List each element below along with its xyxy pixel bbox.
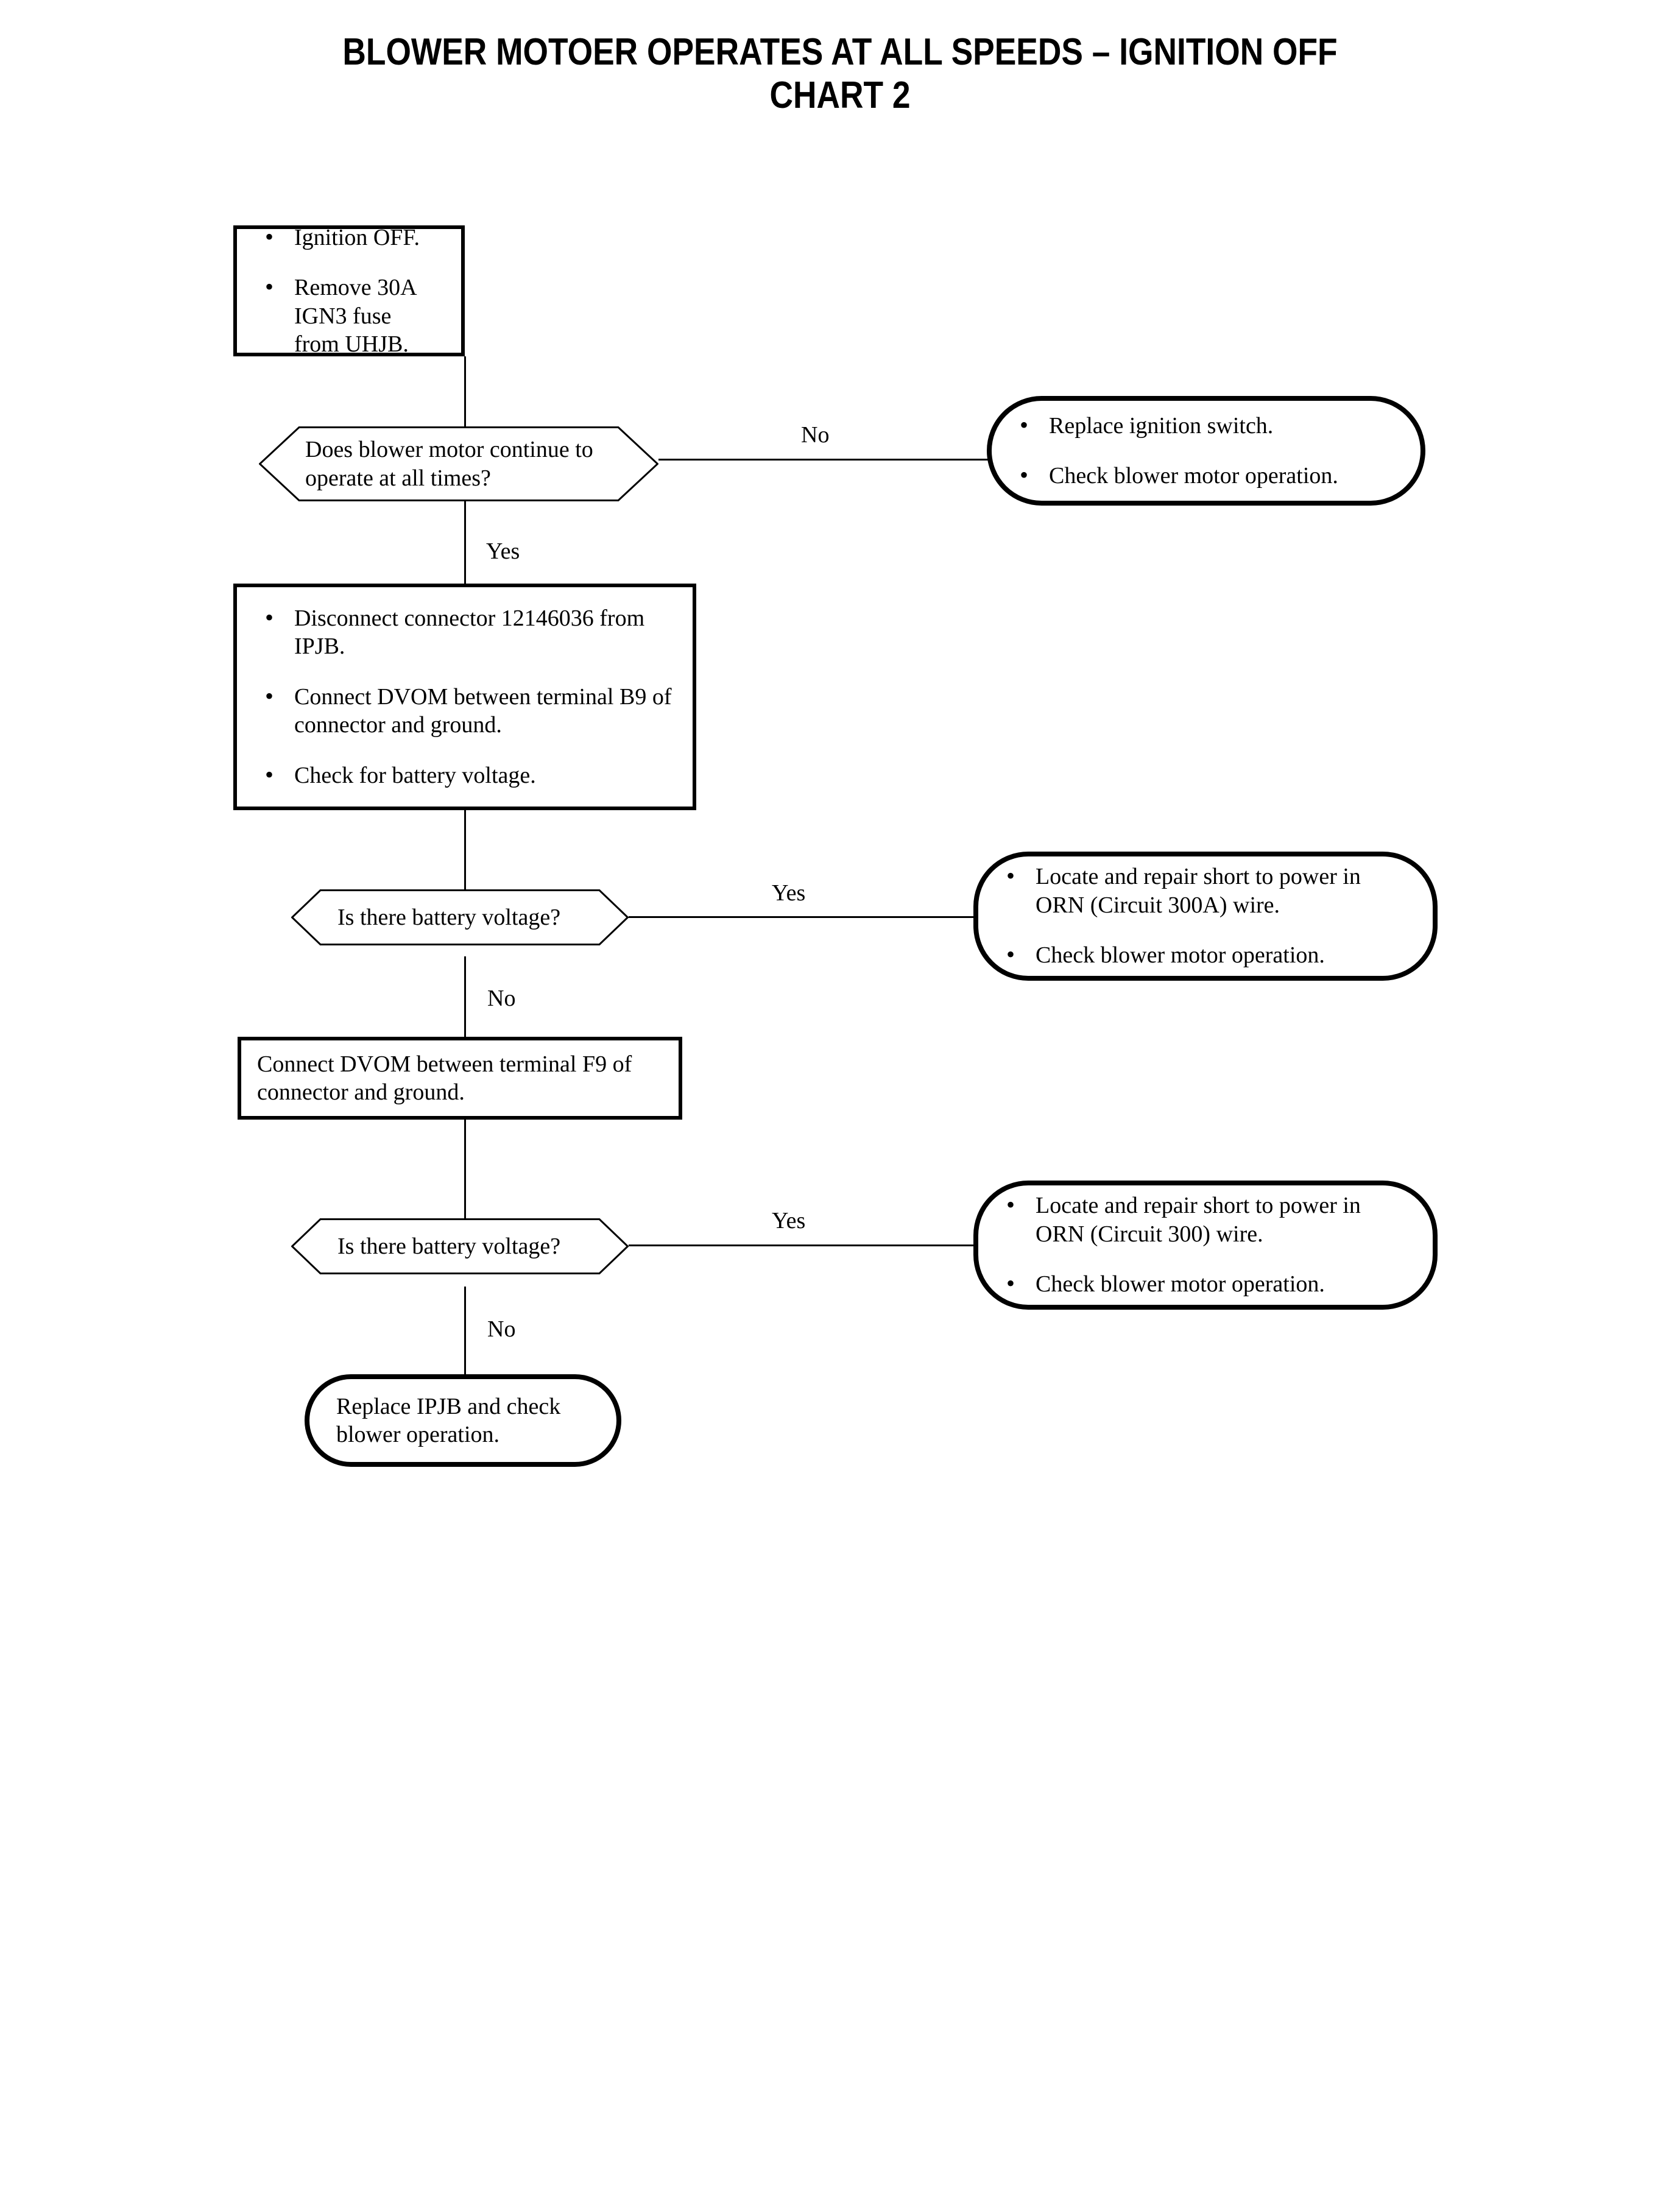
bullet-list: Locate and repair short to power in ORN … — [978, 861, 1433, 970]
decision-battery-voltage-f9: Is there battery voltage? — [291, 1218, 629, 1274]
connector-dec3-term3 — [628, 1244, 975, 1246]
edge-label-yes-2: Yes — [772, 880, 806, 906]
edge-label-no-3: No — [487, 1316, 516, 1342]
terminal-replace-ignition-switch: Replace ignition switch. Check blower mo… — [987, 396, 1425, 506]
list-item: Locate and repair short to power in ORN … — [1001, 861, 1412, 919]
page-title: BLOWER MOTOER OPERATES AT ALL SPEEDS – I… — [342, 31, 1338, 117]
bullet-list: Locate and repair short to power in ORN … — [978, 1190, 1433, 1299]
bullet-list: Replace ignition switch. Check blower mo… — [992, 411, 1421, 491]
terminal-repair-short-300: Locate and repair short to power in ORN … — [973, 1181, 1438, 1310]
edge-label-yes-3: Yes — [772, 1208, 806, 1234]
decision-label: Is there battery voltage? — [337, 904, 561, 930]
connector-dec2-step3 — [464, 956, 466, 1039]
process-box-connect-dvom-f9: Connect DVOM between terminal F9 of conn… — [238, 1037, 682, 1120]
connector-step3-dec3 — [464, 1120, 466, 1223]
terminal-repair-short-300a: Locate and repair short to power in ORN … — [973, 852, 1438, 981]
bullet-list: Ignition OFF. Remove 30A IGN3 fuse from … — [237, 222, 461, 358]
list-item: Check for battery voltage. — [260, 760, 672, 790]
terminal-replace-ipjb: Replace IPJB and check blower operation. — [305, 1374, 621, 1467]
hexagon-shape — [291, 889, 629, 945]
connector-dec3-term4 — [464, 1287, 466, 1378]
hexagon-shape — [291, 1218, 629, 1274]
list-item: Connect DVOM between terminal B9 of conn… — [260, 682, 672, 740]
decision-battery-voltage-b9: Is there battery voltage? — [291, 889, 629, 945]
edge-label-no-1: No — [801, 422, 830, 448]
connector-step1-dec1 — [464, 356, 466, 429]
connector-dec2-term2 — [628, 916, 975, 918]
edge-label-no-2: No — [487, 986, 516, 1011]
list-item: Check blower motor operation. — [1001, 1269, 1412, 1299]
decision-label: Does blower motor continue to operate at… — [305, 437, 593, 491]
edge-label-yes-1: Yes — [486, 538, 520, 564]
terminal-label: Replace IPJB and check blower operation. — [336, 1393, 561, 1447]
process-label: Connect DVOM between terminal F9 of conn… — [257, 1051, 632, 1105]
process-box-ignition-off: Ignition OFF. Remove 30A IGN3 fuse from … — [233, 222, 465, 358]
list-item: Disconnect connector 12146036 from IPJB. — [260, 603, 672, 661]
connector-step2-dec2 — [464, 809, 466, 891]
list-item: Ignition OFF. — [260, 222, 440, 252]
process-box-disconnect-connector: Disconnect connector 12146036 from IPJB.… — [233, 584, 696, 810]
list-item: Check blower motor operation. — [1015, 461, 1400, 490]
connector-dec1-step2 — [464, 500, 466, 585]
decision-blower-continues: Does blower motor continue to operate at… — [259, 426, 658, 501]
connector-dec1-term1 — [658, 459, 990, 461]
decision-label: Is there battery voltage? — [337, 1233, 561, 1259]
list-item: Replace ignition switch. — [1015, 411, 1400, 440]
hexagon-shape — [259, 426, 658, 501]
list-item: Remove 30A IGN3 fuse from UHJB. — [260, 272, 440, 358]
list-item: Locate and repair short to power in ORN … — [1001, 1190, 1412, 1248]
list-item: Check blower motor operation. — [1001, 940, 1412, 970]
bullet-list: Disconnect connector 12146036 from IPJB.… — [237, 603, 693, 790]
